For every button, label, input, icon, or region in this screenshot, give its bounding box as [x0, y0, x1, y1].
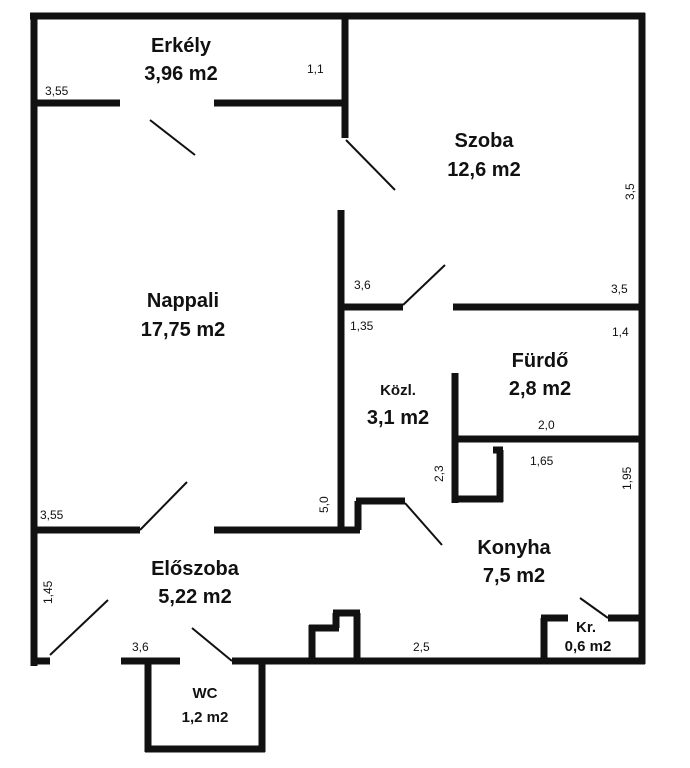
dim-furdo-width: 2,0: [538, 418, 555, 432]
dim-szoba-width: 3,6: [354, 278, 371, 292]
dim-szoba-height: 3,5: [623, 183, 637, 200]
dim-niche-depth: 2,3: [432, 465, 446, 482]
dim-konyha-width-top: 1,65: [530, 454, 554, 468]
room-name-kozl: Közl.: [380, 382, 416, 399]
door-szoba-top: [345, 139, 396, 191]
room-area-kamra: 0,6 m2: [565, 638, 612, 655]
dim-konyha-width-bottom: 2,5: [413, 640, 430, 654]
room-area-nappali: 17,75 m2: [141, 319, 226, 341]
door-nappali: [139, 481, 188, 531]
room-area-erkely: 3,96 m2: [144, 63, 217, 85]
door-konyha: [404, 502, 443, 546]
room-name-kamra: Kr.: [576, 619, 596, 636]
dim-eloszoba-depth: 1,45: [41, 580, 55, 604]
dim-kozl-width: 1,35: [350, 319, 374, 333]
dim-nappali-width-bottom: 3,55: [40, 508, 64, 522]
walls: [30, 12, 646, 753]
room-area-wc: 1,2 m2: [182, 709, 229, 726]
room-name-nappali: Nappali: [147, 290, 219, 312]
room-name-wc: WC: [193, 685, 218, 702]
room-name-szoba: Szoba: [455, 130, 515, 152]
room-labels: Erkély 3,96 m2 Szoba 12,6 m2 Nappali 17,…: [141, 35, 612, 726]
dim-eloszoba-width: 3,6: [132, 640, 149, 654]
room-name-erkely: Erkély: [151, 35, 212, 57]
room-name-furdo: Fürdő: [512, 350, 569, 372]
dim-konyha-depth: 1,95: [620, 466, 634, 490]
dim-nappali-depth: 5,0: [317, 496, 331, 513]
room-area-eloszoba: 5,22 m2: [158, 586, 231, 608]
door-kamra: [579, 597, 609, 619]
room-area-kozl: 3,1 m2: [367, 407, 429, 429]
room-name-eloszoba: Előszoba: [151, 558, 240, 580]
dim-erkely-depth: 1,1: [307, 62, 324, 76]
room-area-furdo: 2,8 m2: [509, 378, 571, 400]
dim-furdo-depth: 1,4: [612, 325, 629, 339]
door-erkely: [149, 119, 196, 156]
door-wc: [191, 627, 233, 662]
room-name-konyha: Konyha: [477, 537, 551, 559]
dim-szoba-width-right: 3,5: [611, 282, 628, 296]
room-area-konyha: 7,5 m2: [483, 565, 545, 587]
dim-erkely-width: 3,55: [45, 84, 69, 98]
dimension-labels: 3,55 1,1 3,5 3,6 3,5 1,35 1,4 2,0 2,3 1,…: [40, 62, 637, 654]
room-area-szoba: 12,6 m2: [447, 159, 520, 181]
door-szoba-bottom: [402, 264, 446, 306]
door-entry: [49, 599, 109, 656]
doors: [49, 119, 609, 662]
